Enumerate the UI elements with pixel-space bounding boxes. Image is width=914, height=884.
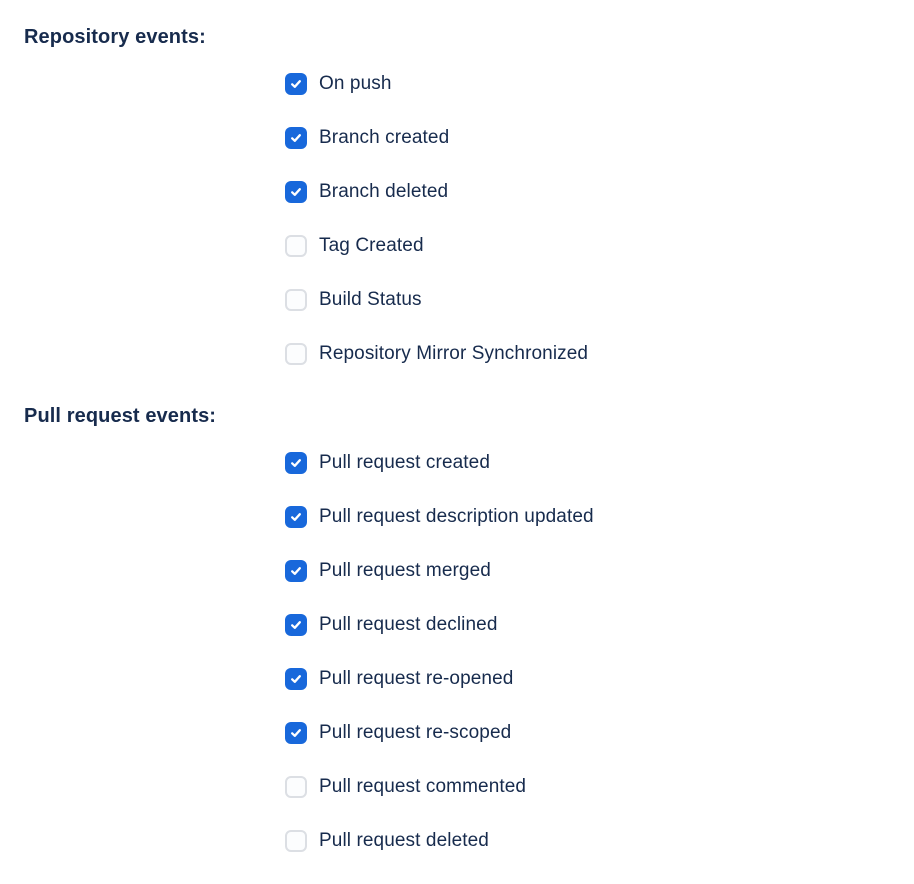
checkbox-row-branch-created[interactable]: Branch created — [285, 111, 914, 165]
checkbox-label: Repository Mirror Synchronized — [319, 343, 589, 364]
section-pull-request-events: Pull request events: Pull request created… — [0, 404, 914, 868]
checkbox-label: Pull request re-opened — [319, 668, 514, 689]
checkbox-checked[interactable] — [285, 668, 307, 690]
checkbox-checked[interactable] — [285, 560, 307, 582]
checkmark-icon — [291, 188, 301, 196]
checkbox-checked[interactable] — [285, 181, 307, 203]
checkbox-row-pull-request-deleted[interactable]: Pull request deleted — [285, 814, 914, 868]
checkbox-label: Pull request description updated — [319, 506, 594, 527]
checkbox-row-pull-request-re-opened[interactable]: Pull request re-opened — [285, 652, 914, 706]
checkbox-unchecked[interactable] — [285, 289, 307, 311]
checkmark-icon — [291, 729, 301, 737]
checkbox-row-pull-request-declined[interactable]: Pull request declined — [285, 598, 914, 652]
checkbox-row-pull-request-re-scoped[interactable]: Pull request re-scoped — [285, 706, 914, 760]
checkbox-checked[interactable] — [285, 722, 307, 744]
checkbox-row-branch-deleted[interactable]: Branch deleted — [285, 165, 914, 219]
checkbox-row-pull-request-created[interactable]: Pull request created — [285, 436, 914, 490]
checkmark-icon — [291, 80, 301, 88]
checkbox-row-tag-created[interactable]: Tag Created — [285, 219, 914, 273]
checkbox-label: Pull request deleted — [319, 830, 489, 851]
checkbox-label: Pull request re-scoped — [319, 722, 512, 743]
checkbox-label: Build Status — [319, 289, 422, 310]
checkmark-icon — [291, 675, 301, 683]
checkbox-label: Branch deleted — [319, 181, 449, 202]
checkbox-row-pull-request-description-updated[interactable]: Pull request description updated — [285, 490, 914, 544]
checkbox-checked[interactable] — [285, 452, 307, 474]
checkbox-checked[interactable] — [285, 506, 307, 528]
checkbox-unchecked[interactable] — [285, 235, 307, 257]
checkbox-label: Pull request created — [319, 452, 490, 473]
section-heading-repository-events: Repository events: — [24, 26, 206, 48]
checkbox-label: Branch created — [319, 127, 450, 148]
checkbox-label: Pull request declined — [319, 614, 498, 635]
checkbox-label: Pull request merged — [319, 560, 491, 581]
checkbox-label: Pull request commented — [319, 776, 527, 797]
checkmark-icon — [291, 513, 301, 521]
checkbox-label: Tag Created — [319, 235, 424, 256]
checkbox-label: On push — [319, 73, 392, 94]
checkbox-row-repository-mirror-synchronized[interactable]: Repository Mirror Synchronized — [285, 327, 914, 381]
checkbox-row-pull-request-merged[interactable]: Pull request merged — [285, 544, 914, 598]
checkmark-icon — [291, 621, 301, 629]
section-heading-pull-request-events: Pull request events: — [24, 405, 217, 427]
checkbox-row-on-push[interactable]: On push — [285, 57, 914, 111]
checkbox-unchecked[interactable] — [285, 343, 307, 365]
checkbox-unchecked[interactable] — [285, 830, 307, 852]
checkmark-icon — [291, 134, 301, 142]
checkbox-checked[interactable] — [285, 127, 307, 149]
checkbox-row-build-status[interactable]: Build Status — [285, 273, 914, 327]
checkbox-checked[interactable] — [285, 73, 307, 95]
checkmark-icon — [291, 567, 301, 575]
checkbox-unchecked[interactable] — [285, 776, 307, 798]
checkbox-checked[interactable] — [285, 614, 307, 636]
checkmark-icon — [291, 459, 301, 467]
checkbox-row-pull-request-commented[interactable]: Pull request commented — [285, 760, 914, 814]
